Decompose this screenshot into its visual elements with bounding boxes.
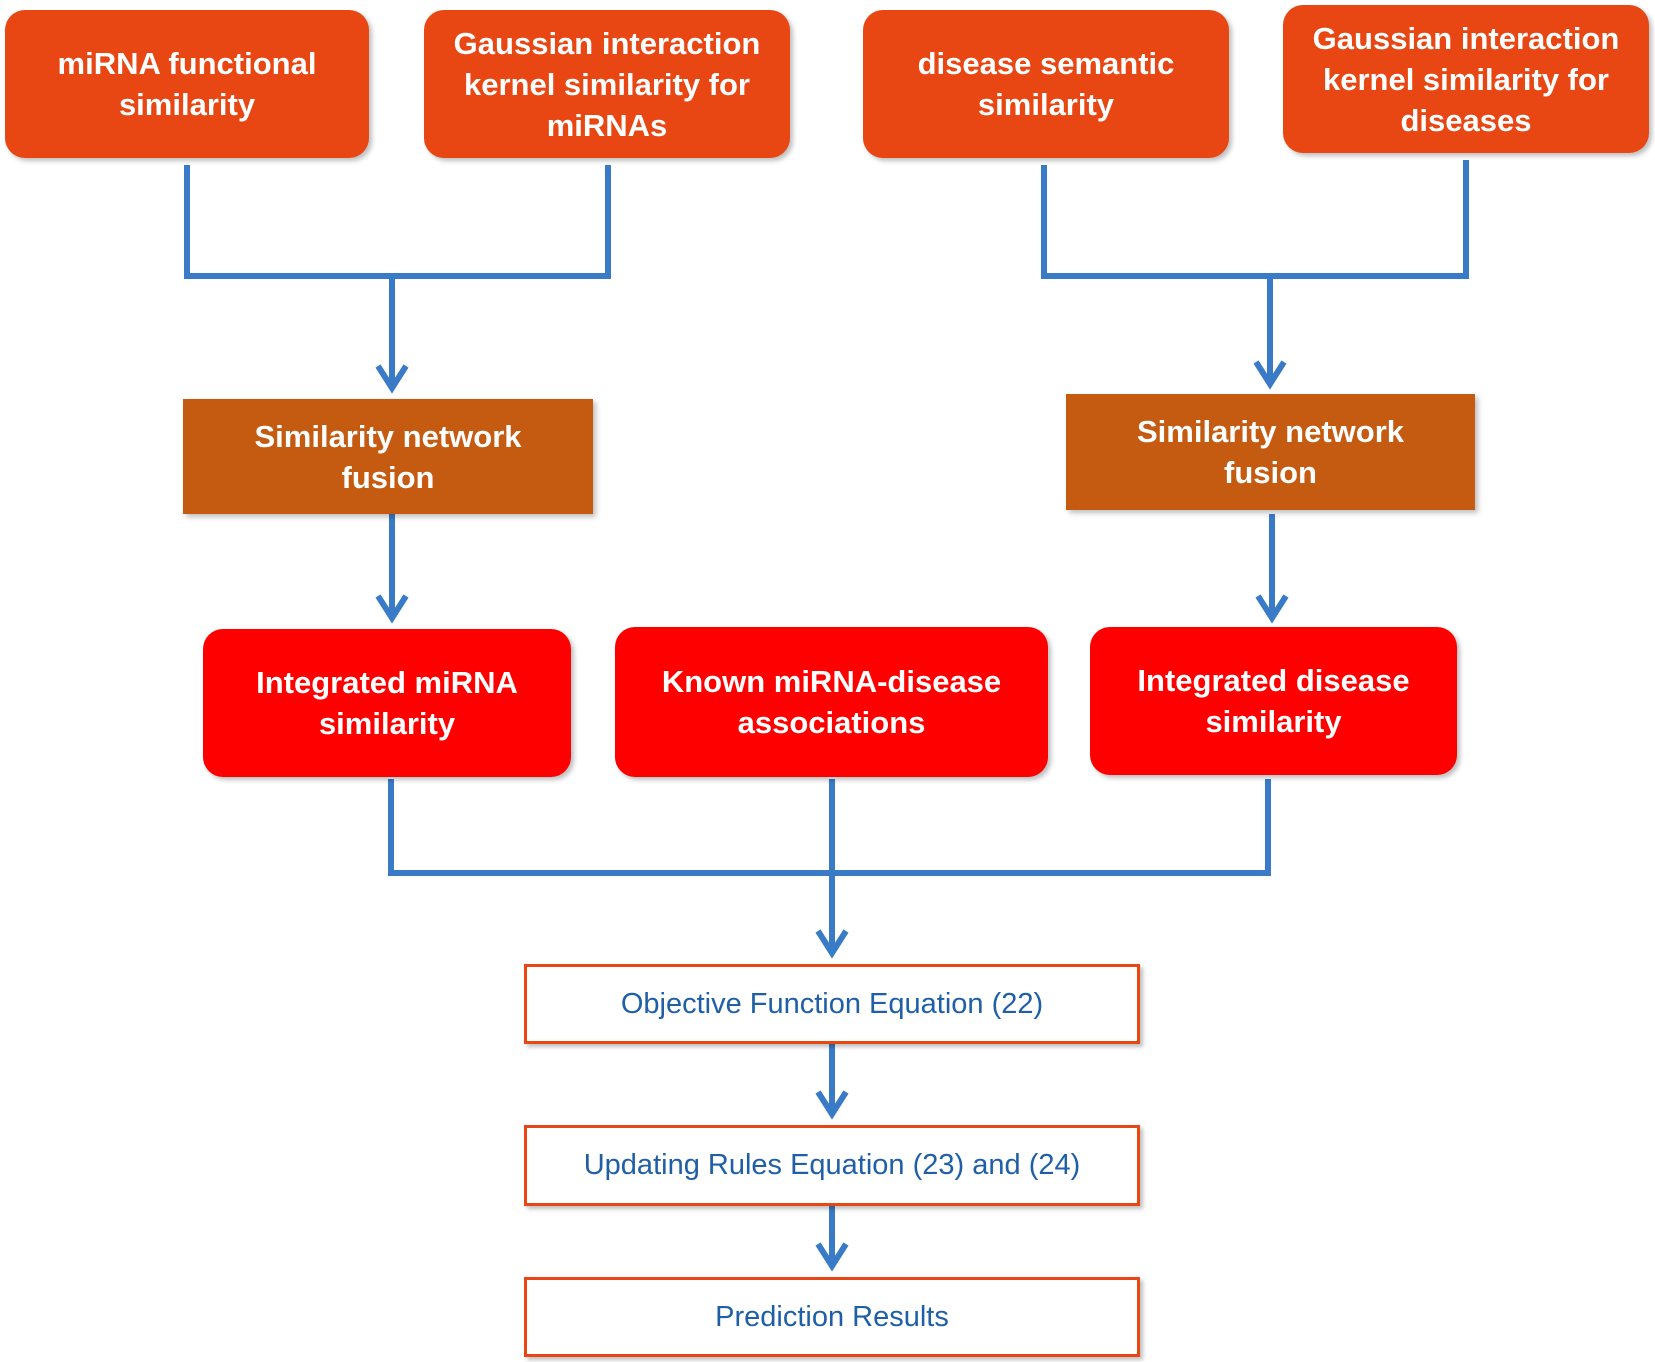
integrated-mirna-similarity-box: Integrated miRNA similarity xyxy=(203,629,571,777)
disease-semantic-similarity-box: disease semantic similarity xyxy=(863,10,1229,158)
updating-rules-box: Updating Rules Equation (23) and (24) xyxy=(524,1125,1140,1206)
arrowhead-left-fusion xyxy=(375,364,409,394)
known-mirna-disease-associations-box: Known miRNA-disease associations xyxy=(615,627,1048,777)
mirna-similarity-network-fusion-box: Similarity network fusion xyxy=(183,399,593,514)
integrated-disease-similarity-box: Integrated disease similarity xyxy=(1090,627,1457,775)
mirna-functional-similarity-box: miRNA functional similarity xyxy=(5,10,369,158)
arrowhead-integrated-mirna xyxy=(375,594,409,624)
disease-similarity-network-fusion-box: Similarity network fusion xyxy=(1066,394,1475,510)
objective-function-box: Objective Function Equation (22) xyxy=(524,964,1140,1044)
arrowhead-right-fusion xyxy=(1253,360,1287,390)
arrowhead-prediction xyxy=(815,1242,849,1272)
arrowhead-updating xyxy=(815,1090,849,1120)
gaussian-mirna-similarity-box: Gaussian interaction kernel similarity f… xyxy=(424,10,790,158)
gaussian-disease-similarity-box: Gaussian interaction kernel similarity f… xyxy=(1283,5,1649,153)
arrowhead-objective xyxy=(815,929,849,959)
arrowhead-integrated-disease xyxy=(1255,594,1289,624)
connector-right-merge xyxy=(1041,160,1469,279)
connector-left-merge xyxy=(184,165,611,279)
prediction-results-box: Prediction Results xyxy=(524,1277,1140,1357)
